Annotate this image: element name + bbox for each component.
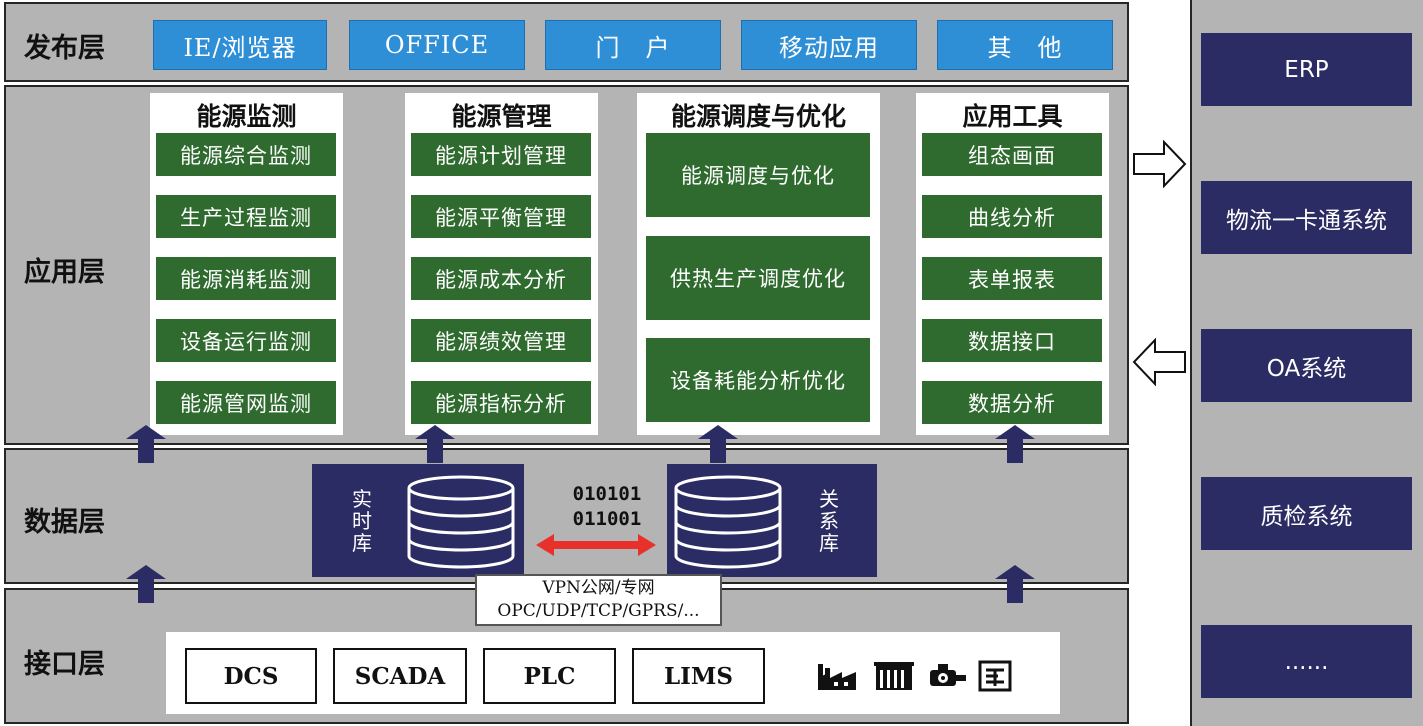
realtime-db: 实 时 库 [312,464,524,577]
module-box[interactable]: 能源消耗监测 [156,257,336,300]
application-layer-label: 应用层 [24,257,105,288]
realtime-db-char: 库 [352,531,372,555]
module-box[interactable]: 生产过程监测 [156,195,336,238]
module-box[interactable]: 设备运行监测 [156,319,336,362]
network-line: OPC/UDP/TCP/GPRS/... [497,601,700,621]
logistics-card-system[interactable]: 物流一卡通系统 [1201,181,1412,254]
panel-title: 能源监测 [196,102,297,131]
module-box[interactable]: 能源计划管理 [411,133,591,176]
oa-system[interactable]: OA系统 [1201,329,1412,402]
energy-monitoring-panel: 能源监测 能源综合监测 生产过程监测 能源消耗监测 设备运行监测 能源管网监测 [150,93,343,435]
database-icon [407,475,515,569]
realtime-db-char: 时 [352,509,372,533]
plc-box[interactable]: PLC [483,648,616,704]
lims-box[interactable]: LIMS [632,648,765,704]
interface-layer-label: 接口层 [24,649,105,680]
up-arrow-icon [126,565,166,603]
binary-line: 011001 [572,508,642,530]
network-label: VPN公网/专网 OPC/UDP/TCP/GPRS/... [475,574,722,626]
app-tools-panel: 应用工具 组态画面 曲线分析 表单报表 数据接口 数据分析 [916,93,1109,435]
up-arrow-icon [995,565,1035,603]
building-icon [874,662,914,690]
up-arrow-icon [995,425,1035,463]
binary-text: 010101 011001 [548,482,666,532]
module-box[interactable]: 数据分析 [922,381,1102,424]
module-box[interactable]: 能源综合监测 [156,133,336,176]
up-arrow-icon [126,425,166,463]
right-arrow-icon [1133,140,1187,188]
module-box[interactable]: 能源绩效管理 [411,319,591,362]
panel-title: 应用工具 [962,102,1063,131]
relational-db-char: 库 [819,531,839,555]
network-line: VPN公网/专网 [542,578,655,598]
module-box[interactable]: 能源成本分析 [411,257,591,300]
realtime-db-char: 实 [352,487,372,511]
data-layer-label: 数据层 [24,507,105,538]
relational-db-char: 关 [819,487,839,511]
scada-box[interactable]: SCADA [333,648,467,704]
publish-layer: 发布层 IE/浏览器 OFFICE 门 户 移动应用 其 他 [4,2,1129,82]
mobile-app-button[interactable]: 移动应用 [741,20,917,70]
quality-system[interactable]: 质检系统 [1201,477,1412,550]
other-button[interactable]: 其 他 [937,20,1113,70]
meter-icon [978,660,1012,692]
more-systems[interactable]: ...... [1201,625,1412,698]
module-box[interactable]: 能源管网监测 [156,381,336,424]
publish-layer-label: 发布层 [24,33,105,64]
module-box[interactable]: 曲线分析 [922,195,1102,238]
motor-icon [930,664,966,686]
up-arrow-icon [698,425,738,463]
database-icon [674,475,782,569]
energy-management-panel: 能源管理 能源计划管理 能源平衡管理 能源成本分析 能源绩效管理 能源指标分析 [405,93,598,435]
module-box[interactable]: 能源指标分析 [411,381,591,424]
browser-button[interactable]: IE/浏览器 [153,20,327,70]
module-box[interactable]: 能源平衡管理 [411,195,591,238]
dcs-box[interactable]: DCS [185,648,317,704]
panel-title: 能源管理 [451,102,552,131]
relational-db-label: 关 系 库 [817,488,841,554]
up-arrow-icon [415,425,455,463]
module-box[interactable]: 组态画面 [922,133,1102,176]
left-arrow-icon [1132,338,1186,386]
panel-title: 能源调度与优化 [670,102,846,131]
portal-button[interactable]: 门 户 [545,20,721,70]
module-box[interactable]: 数据接口 [922,319,1102,362]
module-box[interactable]: 设备耗能分析优化 [646,338,870,422]
module-box[interactable]: 能源调度与优化 [646,133,870,217]
binary-line: 010101 [572,483,642,505]
relational-db-char: 系 [819,509,839,533]
module-box[interactable]: 供热生产调度优化 [646,236,870,320]
module-box[interactable]: 表单报表 [922,257,1102,300]
office-button[interactable]: OFFICE [349,20,525,70]
erp-system[interactable]: ERP [1201,33,1412,106]
relational-db: 关 系 库 [667,464,877,577]
sync-arrow-icon [536,534,656,556]
factory-icon [818,664,856,690]
energy-dispatch-panel: 能源调度与优化 能源调度与优化 供热生产调度优化 设备耗能分析优化 [637,93,880,435]
realtime-db-label: 实 时 库 [350,488,374,554]
